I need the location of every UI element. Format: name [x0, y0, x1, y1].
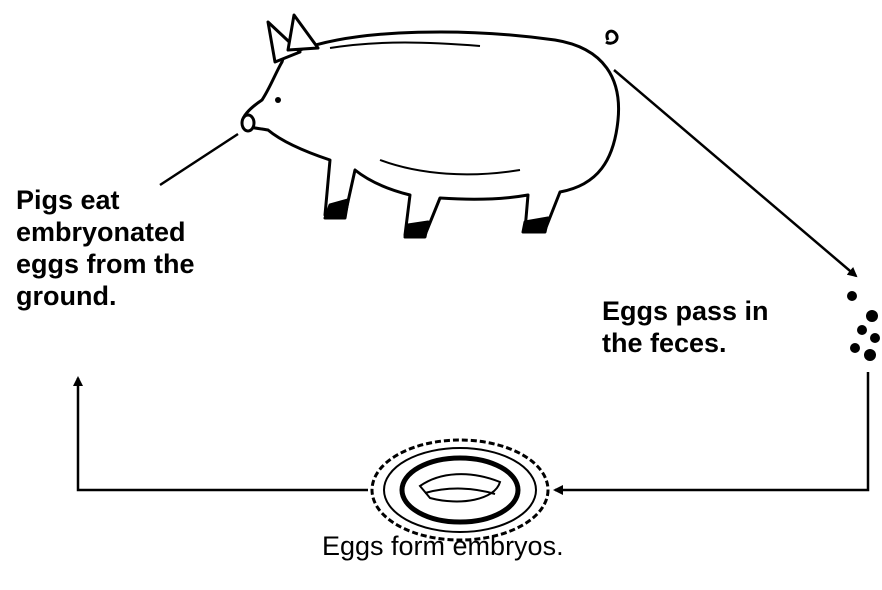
pointer-line-snout	[160, 134, 238, 185]
label-pigs-eat-eggs: Pigs eat embryonated eggs from the groun…	[16, 184, 246, 312]
label-eggs-form-embryos: Eggs form embryos.	[322, 530, 682, 562]
arrow-nest-to-pigs-eat	[78, 378, 368, 490]
feces-pellets-icon	[847, 291, 880, 361]
arrow-feces-to-nest	[555, 372, 868, 490]
label-eggs-pass-feces: Eggs pass in the feces.	[602, 295, 822, 359]
egg-nest-icon	[372, 440, 548, 540]
pig-illustration	[242, 15, 619, 237]
arrow-tail-to-feces	[614, 70, 856, 276]
